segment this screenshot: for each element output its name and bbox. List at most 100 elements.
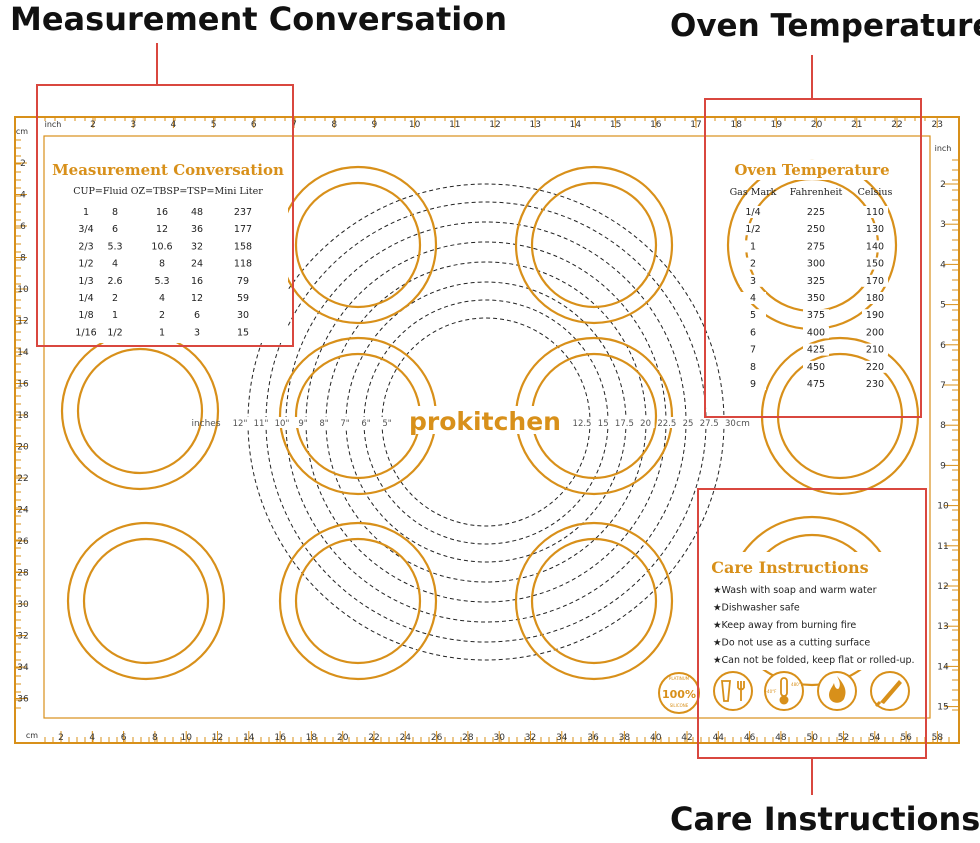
ring-outer [514, 165, 674, 325]
measurement-cell: 158 [234, 241, 252, 252]
left-ruler-label: 2 [20, 159, 26, 169]
thermometer-icon [764, 671, 804, 711]
care-item: ★Dishwasher safe [713, 603, 800, 614]
bottom-ruler-label: 50 [806, 733, 818, 743]
cell-bg [740, 292, 766, 304]
right-ruler-label: 9 [940, 461, 946, 471]
label-bg [378, 417, 396, 428]
bottom-ruler-label: 56 [900, 733, 912, 743]
measurement-cell: 16 [156, 207, 168, 218]
ring-inner [530, 537, 658, 665]
top-ruler-label: 20 [811, 120, 823, 130]
cell-bg [862, 257, 888, 270]
left-ruler-label: 8 [20, 254, 26, 264]
oven-cell: 325 [807, 276, 825, 287]
measurement-cell: 12 [191, 293, 203, 304]
top-ruler-label: 19 [771, 120, 783, 130]
inch-label: 10" [275, 419, 290, 429]
label-bg [357, 417, 375, 428]
mat-inner-border [43, 135, 931, 719]
bottom-ruler-label: 52 [838, 733, 849, 743]
left-ruler-unit: cm [16, 127, 28, 136]
measurement-cell: 15 [237, 327, 249, 338]
ring-outer [66, 521, 226, 681]
cell-bg [803, 309, 829, 322]
care-item: ★Can not be folded, keep flat or rolled-… [713, 655, 915, 666]
bottom-ruler-label: 40 [650, 733, 662, 743]
left-ruler-label: 10 [17, 285, 29, 295]
left-ruler-label: 28 [17, 569, 29, 579]
measurement-cell: 1/2 [107, 327, 122, 338]
right-ruler-label: 3 [940, 220, 946, 230]
measurement-cell: 1/4 [78, 293, 93, 304]
cell-bg [862, 223, 888, 236]
left-ruler-label: 34 [17, 663, 29, 673]
measurement-cell: 118 [234, 259, 252, 270]
cell-bg [740, 360, 766, 373]
bottom-ruler-label: 16 [274, 733, 286, 743]
measurement-cell: 2 [112, 293, 118, 304]
care-item: ★Keep away from burning fire [713, 620, 856, 631]
ring-inner [530, 181, 658, 309]
top-ruler-label: 21 [851, 120, 862, 130]
bottom-ruler-label: 46 [744, 733, 756, 743]
oven-cell: 400 [807, 327, 825, 338]
right-ruler-label: 7 [940, 381, 946, 391]
right-ruler-label: 2 [940, 180, 946, 190]
cm-label: 20 [640, 419, 651, 429]
top-ruler-label: 6 [251, 120, 257, 130]
bottom-ruler-label: 8 [152, 733, 158, 743]
inch-label: 11" [254, 419, 269, 429]
left-ruler-label: 12 [17, 317, 28, 327]
top-ruler-label: 4 [171, 120, 177, 130]
platinum-badge-icon [658, 672, 700, 714]
bottom-ruler-label: 34 [556, 733, 568, 743]
measurement-cell: 10.6 [151, 241, 172, 252]
bottom-ruler-unit: cm [26, 731, 38, 740]
table-bg [48, 155, 288, 343]
measurement-cell: 1 [159, 327, 165, 338]
inch-label: 12" [233, 419, 248, 429]
oven-cell: 170 [866, 276, 884, 287]
care-title: Care Instructions [711, 558, 868, 577]
cell-bg [803, 223, 829, 236]
cell-bg [740, 378, 766, 390]
title-bg [722, 160, 906, 180]
inch-label: 7" [340, 419, 349, 429]
ring-inner [82, 537, 210, 665]
label-bg [336, 417, 354, 428]
inches-word: inches [191, 419, 220, 429]
measurement-cell: 1 [112, 310, 118, 321]
cell-bg [862, 360, 888, 373]
cell-bg [862, 309, 888, 322]
top-ruler-label: 18 [730, 120, 742, 130]
top-ruler-label: 12 [489, 120, 500, 130]
oven-cell: 200 [866, 327, 884, 338]
right-ruler-label: 13 [937, 622, 948, 632]
ring-outer [514, 521, 674, 681]
badge-bottom: SILICONE [670, 703, 689, 708]
cell-bg [740, 257, 766, 270]
oven-cell: 425 [807, 345, 825, 356]
left-ruler-label: 32 [17, 632, 28, 642]
cell-bg [803, 240, 829, 253]
label-bg [252, 417, 270, 428]
cm-label: 17.5 [615, 419, 634, 429]
bottom-ruler-label: 42 [681, 733, 692, 743]
bottom-ruler-label: 38 [619, 733, 631, 743]
right-ruler-label: 14 [937, 662, 949, 672]
ring-inner [294, 537, 422, 665]
inch-label: 9" [298, 419, 307, 429]
cell-bg [803, 360, 829, 373]
cell-bg [803, 326, 829, 339]
cm-label: 22.5 [657, 419, 676, 429]
label-bg [615, 417, 634, 428]
measurement-callout-label: Measurement Conversation [10, 0, 507, 38]
cm-word: cm [736, 419, 750, 429]
bottom-ruler-label: 24 [400, 733, 412, 743]
inch-label: 5" [382, 419, 391, 429]
top-ruler-label: 14 [570, 120, 582, 130]
fork-shape [737, 681, 745, 701]
